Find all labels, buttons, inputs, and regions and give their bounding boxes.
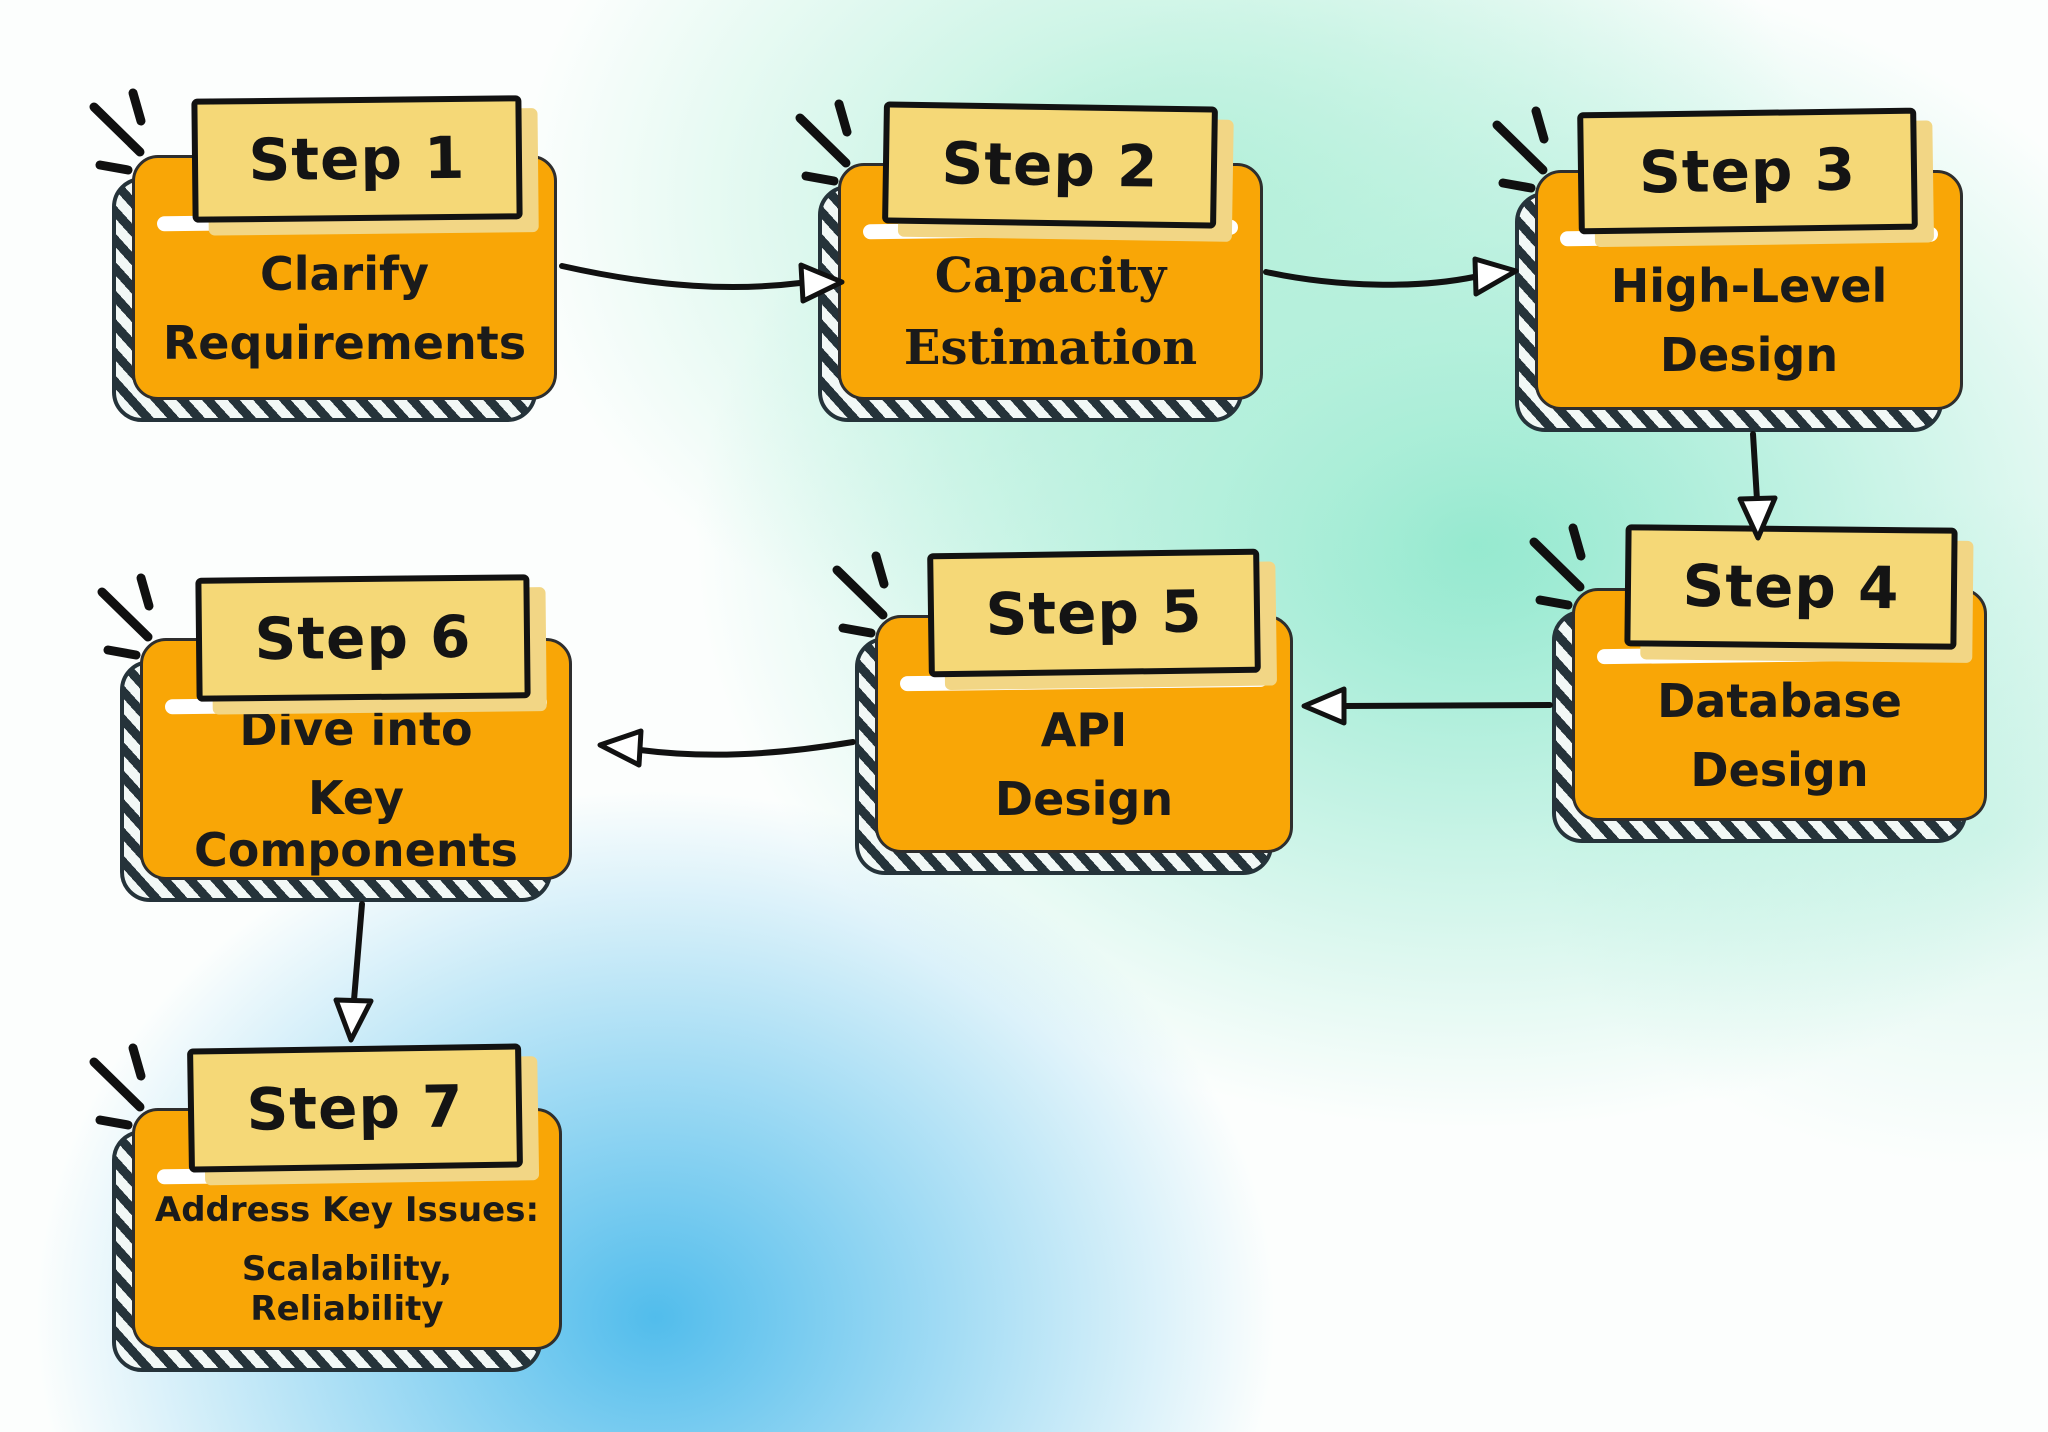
step-label: Step 1 [248,123,466,195]
step-label: Step 4 [1682,551,1900,623]
step-7-header: Step 7 [187,1043,523,1173]
step-2-node: Capacity Estimation Step 2 [818,101,1263,422]
arrow-line [351,901,365,1003]
step-body: Capacity Estimation [851,240,1250,385]
step-4-node: Database Design Step 4 [1552,524,1987,843]
step-body: High-Level Design [1548,247,1950,395]
step-body-line: Database [1657,673,1902,728]
step-body: Clarify Requirements [145,232,544,385]
arrow-line [1750,431,1760,503]
arrowhead-down-icon [333,997,374,1043]
step-label: Step 6 [254,602,472,674]
step-body: Address Key Issues: Scalability, Reliabi… [145,1185,549,1335]
arrow-line [1341,702,1553,709]
step-2-header: Step 2 [882,101,1218,229]
step-label: Step 3 [1638,135,1857,207]
step-body-line: Scalability, Reliability [241,1249,453,1329]
step-body-line: Design [1690,742,1869,797]
step-body-line: Address Key Issues: [154,1190,540,1231]
step-body-line: High-Level [1610,259,1888,314]
step-body-line: Capacity [934,248,1167,305]
step-6-header: Step 6 [195,574,531,702]
step-7-node: Address Key Issues: Scalability, Reliabi… [112,1043,562,1372]
step-3-header: Step 3 [1577,107,1918,235]
step-body-line: Design [994,772,1174,826]
step-body-line: Design [1659,328,1839,382]
step-body-line: Dive into [239,701,473,756]
step-body: API Design [888,692,1280,838]
step-label: Step 2 [941,129,1159,201]
step-body: Database Design [1585,665,1974,806]
step-label: Step 5 [985,577,1203,649]
step-3-node: High-Level Design Step 3 [1515,107,1963,432]
step-body-line: Estimation [903,319,1198,376]
arrowhead-left-icon [1301,686,1347,726]
step-4-header: Step 4 [1624,524,1958,650]
edge-step2-step3 [1263,256,1519,297]
step-5-node: API Design Step 5 [855,548,1293,875]
arrow-line [1263,269,1477,288]
arrowhead-left-icon [597,728,644,768]
step-6-node: Dive into Key Components Step 6 [120,574,572,902]
edge-step3-step4 [1737,431,1778,541]
step-body: Dive into Key Components [153,702,559,877]
step-body-line: API [1040,703,1128,758]
arrow-line [637,739,856,758]
step-body-line: Requirements [162,315,527,370]
step-1-node: Clarify Requirements Step 1 [112,95,557,422]
step-5-header: Step 5 [927,548,1261,678]
step-body-line: Clarify [259,246,430,301]
edge-step6-step7 [333,901,374,1043]
edge-step4-step5 [1301,686,1553,726]
arrow-line [559,263,803,291]
step-1-header: Step 1 [191,95,523,223]
edge-step5-step6 [597,728,856,768]
step-label: Step 7 [246,1072,464,1144]
step-body-line: Key Components [194,770,518,878]
edge-step1-step2 [559,262,845,304]
arrowhead-right-icon [1472,256,1519,297]
